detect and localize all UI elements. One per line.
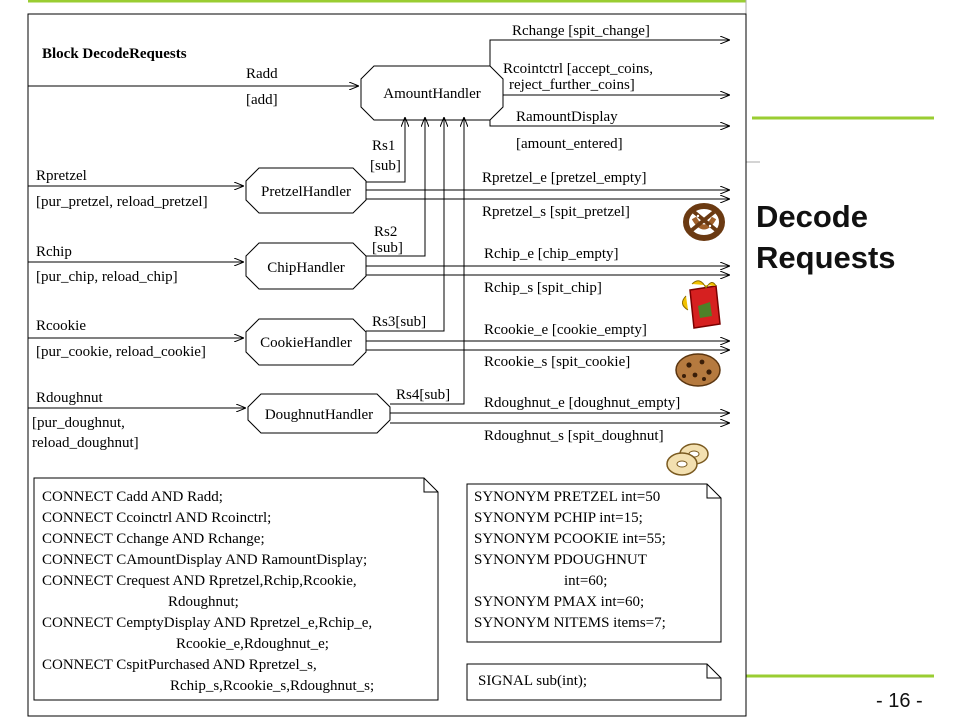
route-rchip-e-label: Rchip_e [chip_empty] — [484, 246, 619, 262]
synonym-line: SYNONYM NITEMS items=7; — [474, 615, 666, 631]
route-rcoinctrl-label-1: Rcointctrl [accept_coins, — [503, 61, 653, 77]
route-rdoughnut-e-label: Rdoughnut_e [doughnut_empty] — [484, 395, 680, 411]
connect-line: CONNECT CemptyDisplay AND Rpretzel_e,Rch… — [42, 615, 372, 631]
route-rchip-s-label: Rchip_s [spit_chip] — [484, 280, 602, 296]
route-rchange-label: Rchange [spit_change] — [512, 23, 650, 39]
route-ramountdisplay-label-2: [amount_entered] — [516, 136, 623, 152]
synonym-line: SYNONYM PCOOKIE int=55; — [474, 531, 666, 547]
route-rchange — [489, 40, 729, 66]
route-rchip-signals: [pur_chip, reload_chip] — [36, 269, 178, 285]
route-rpretzel-s-label: Rpretzel_s [spit_pretzel] — [482, 204, 630, 220]
process-pretzel-handler: PretzelHandler — [245, 167, 367, 214]
connect-line: CONNECT CAmountDisplay AND RamountDispla… — [42, 552, 367, 568]
connect-line: Rdoughnut; — [168, 594, 239, 610]
route-rdoughnut-signals-2: reload_doughnut] — [32, 435, 139, 451]
connect-line: CONNECT Cadd AND Radd; — [42, 489, 223, 505]
connect-line: CONNECT Ccoinctrl AND Rcoinctrl; — [42, 510, 271, 526]
synonym-line: SYNONYM PCHIP int=15; — [474, 510, 643, 526]
page-number: - 16 - — [876, 690, 923, 712]
connect-note: CONNECT Cadd AND Radd; CONNECT Ccoinctrl… — [33, 477, 439, 701]
process-label: AmountHandler — [383, 86, 480, 102]
connect-line: Rchip_s,Rcookie_s,Rdoughnut_s; — [170, 678, 374, 694]
route-rpretzel-label: Rpretzel — [36, 168, 87, 184]
block-title: Block DecodeRequests — [42, 46, 187, 62]
connect-line: Rcookie_e,Rdoughnut_e; — [176, 636, 329, 652]
slide-title-line-1: Decode — [756, 199, 868, 234]
process-amount-handler: AmountHandler — [360, 65, 504, 121]
signal-line: SIGNAL sub(int); — [478, 673, 587, 689]
route-rdoughnut-signals-1: [pur_doughnut, — [32, 415, 125, 431]
route-rpretzel-e-label: Rpretzel_e [pretzel_empty] — [482, 170, 647, 186]
route-rs4-label: Rs4[sub] — [396, 387, 450, 403]
synonym-note: SYNONYM PRETZEL int=50 SYNONYM PCHIP int… — [466, 483, 722, 643]
route-rs2 — [366, 118, 425, 257]
synonym-line: SYNONYM PRETZEL int=50 — [474, 489, 660, 505]
process-cookie-handler: CookieHandler — [245, 318, 367, 366]
route-rs2-label: Rs2 — [374, 224, 397, 240]
slide-title-line-2: Requests — [756, 240, 896, 275]
cookie-icon — [675, 353, 721, 387]
route-rcookie-e-label: Rcookie_e [cookie_empty] — [484, 322, 647, 338]
connect-line: CONNECT Crequest AND Rpretzel,Rchip,Rcoo… — [42, 573, 357, 589]
route-rs1-label: Rs1 — [372, 138, 395, 154]
route-ramountdisplay-label-1: RamountDisplay — [516, 109, 618, 125]
process-label: ChipHandler — [267, 260, 344, 276]
pretzel-icon — [683, 203, 725, 241]
route-rs2-signals: [sub] — [372, 240, 403, 256]
process-label: DoughnutHandler — [265, 407, 373, 423]
route-rs3 — [366, 118, 444, 332]
connect-line: CONNECT CspitPurchased AND Rpretzel_s, — [42, 657, 317, 673]
slide-title: Decode Requests — [756, 196, 896, 278]
route-rs1 — [366, 118, 405, 183]
signal-note: SIGNAL sub(int); — [466, 663, 722, 701]
process-label: CookieHandler — [260, 335, 352, 351]
chips-bag-icon — [682, 280, 721, 329]
synonym-line: int=60; — [564, 573, 607, 589]
route-rcookie-label: Rcookie — [36, 318, 86, 334]
connect-line: CONNECT Cchange AND Rchange; — [42, 531, 265, 547]
block-frame — [27, 13, 747, 717]
route-rs4 — [390, 118, 464, 405]
route-radd-label: Radd — [246, 66, 278, 82]
route-ramountdisplay — [489, 120, 729, 126]
synonym-line: SYNONYM PDOUGHNUT — [474, 552, 647, 568]
route-rdoughnut-label: Rdoughnut — [36, 390, 104, 406]
process-chip-handler: ChipHandler — [245, 242, 367, 290]
route-rcoinctrl-label-2: reject_further_coins] — [509, 77, 635, 93]
route-radd-signals: [add] — [246, 92, 278, 108]
route-rs3-label: Rs3[sub] — [372, 314, 426, 330]
route-rdoughnut-s-label: Rdoughnut_s [spit_doughnut] — [484, 428, 664, 444]
route-rcookie-signals: [pur_cookie, reload_cookie] — [36, 344, 206, 360]
route-rchip-label: Rchip — [36, 244, 72, 260]
doughnut-icon — [666, 443, 709, 476]
process-doughnut-handler: DoughnutHandler — [247, 393, 391, 434]
route-rs1-signals: [sub] — [370, 158, 401, 174]
route-rpretzel-signals: [pur_pretzel, reload_pretzel] — [36, 194, 208, 210]
route-rcookie-s-label: Rcookie_s [spit_cookie] — [484, 354, 630, 370]
process-label: PretzelHandler — [261, 184, 351, 200]
synonym-line: SYNONYM PMAX int=60; — [474, 594, 644, 610]
